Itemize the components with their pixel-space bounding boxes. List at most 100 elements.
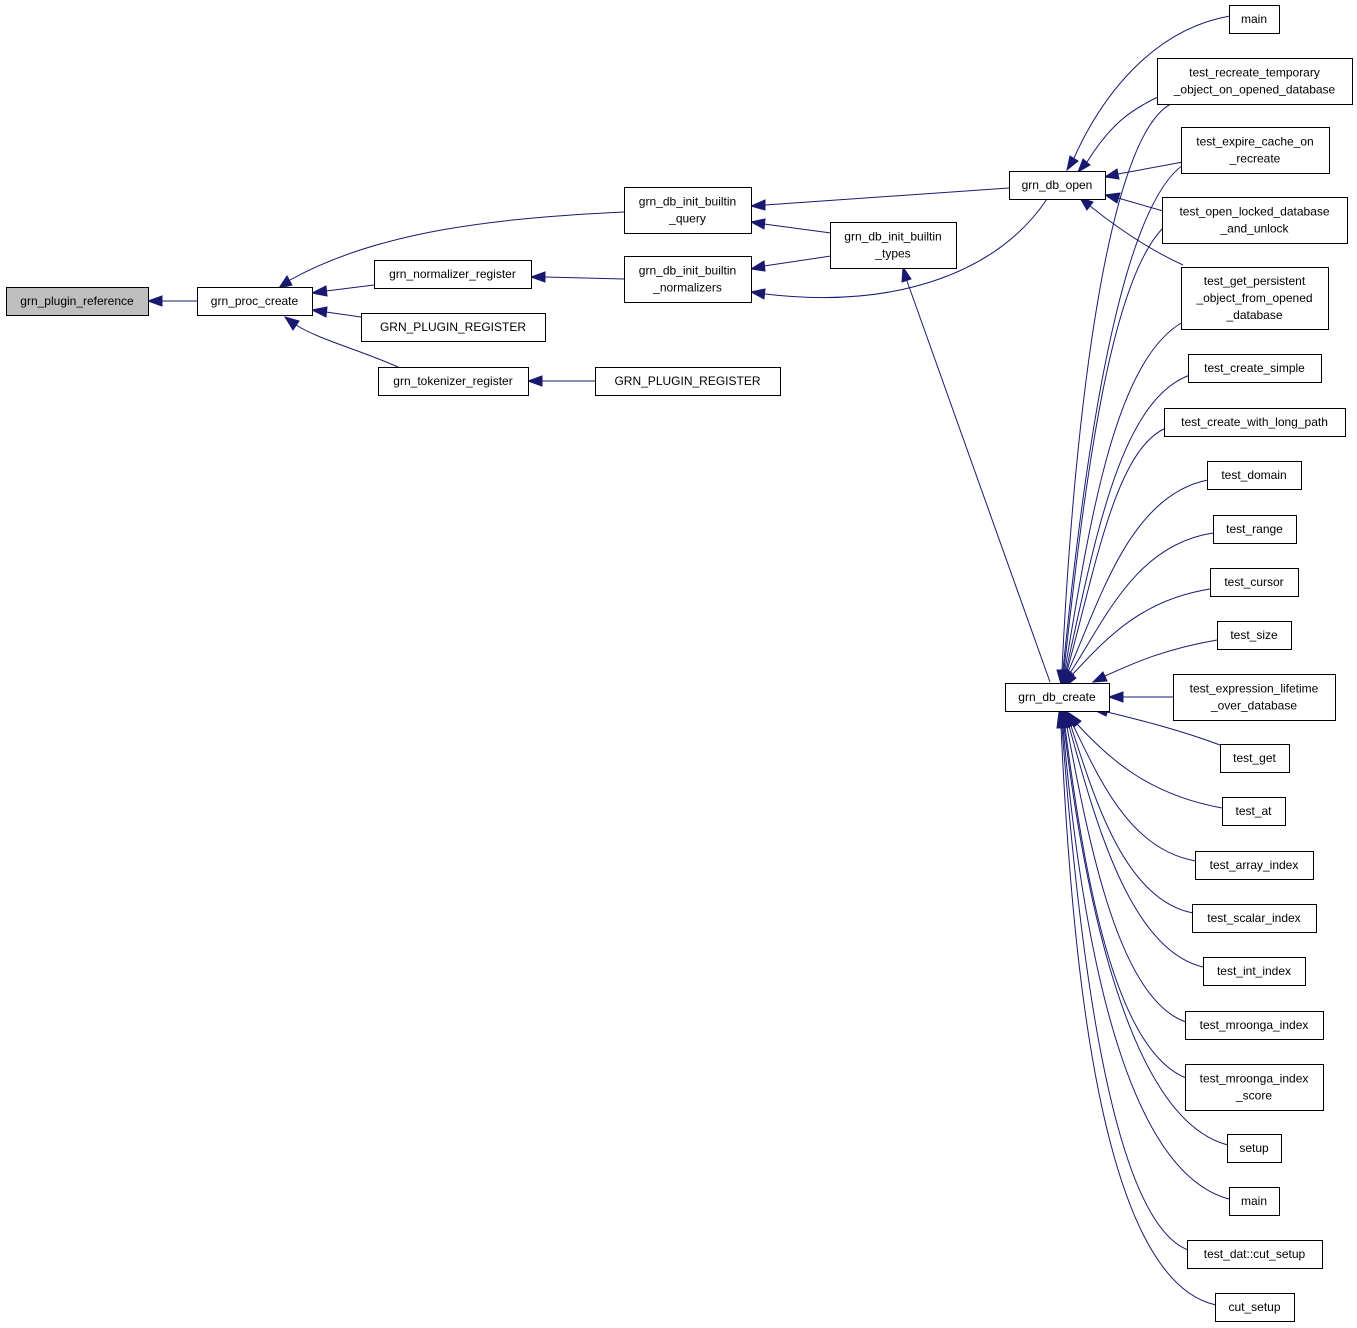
node-label: test_array_index: [1210, 858, 1299, 872]
node-box: [595, 367, 781, 396]
node-init-builtin-query[interactable]: grn_db_init_builtin_query: [624, 187, 752, 234]
node-db-open[interactable]: grn_db_open: [1009, 171, 1106, 200]
node-box: [378, 367, 529, 396]
node-box: [1181, 127, 1330, 174]
edge-test-open-locked-to-db-open: [1103, 192, 1164, 212]
node-test-create-simple[interactable]: test_create_simple: [1188, 354, 1322, 383]
edge-db-open-to-init-builtin-query: [749, 187, 1010, 211]
edge-main-1-to-db-open: [1066, 15, 1231, 172]
node-test-domain[interactable]: test_domain: [1207, 461, 1302, 490]
edge-proc-create-to-plugin-reference: [146, 295, 197, 307]
node-box: [1229, 1187, 1280, 1216]
node-init-builtin-normalizers[interactable]: grn_db_init_builtin _normalizers: [624, 256, 752, 303]
node-label: grn_tokenizer_register: [393, 374, 512, 388]
node-box: [1188, 354, 1322, 383]
node-test-scalar-index[interactable]: test_scalar_index: [1192, 904, 1317, 933]
node-box: [624, 256, 752, 303]
node-box: [1181, 267, 1329, 330]
node-label: test_create_with_long_path: [1181, 415, 1328, 429]
node-test-expression-lifetime[interactable]: test_expression_lifetime_over_database: [1173, 674, 1336, 721]
node-test-array-index[interactable]: test_array_index: [1195, 851, 1314, 880]
node-label: test_size: [1230, 628, 1278, 642]
node-label: main: [1241, 12, 1267, 26]
node-test-mroonga-index-score[interactable]: test_mroonga_index _score: [1185, 1064, 1324, 1111]
node-box: [1164, 408, 1346, 437]
node-label: test_expire_cache_on: [1196, 135, 1313, 149]
node-box: [1220, 744, 1290, 773]
node-test-expire-cache[interactable]: test_expire_cache_on _recreate: [1181, 127, 1330, 174]
node-label: test_scalar_index: [1207, 911, 1300, 925]
node-label: test_dat::cut_setup: [1204, 1247, 1306, 1261]
node-init-builtin-types[interactable]: grn_db_init_builtin _types: [830, 222, 957, 269]
node-label: test_int_index: [1217, 964, 1291, 978]
edge-test-size-to-db-create: [1091, 639, 1218, 683]
edge-test-cursor-to-db-create: [1066, 588, 1211, 687]
node-test-cursor[interactable]: test_cursor: [1210, 568, 1299, 597]
node-test-int-index[interactable]: test_int_index: [1203, 957, 1306, 986]
node-box: [1215, 1293, 1295, 1322]
node-label: _over_database: [1210, 699, 1297, 713]
node-box: [1210, 568, 1299, 597]
node-test-get-persistent[interactable]: test_get_persistent_object_from_opened_d…: [1181, 267, 1329, 330]
node-db-create[interactable]: grn_db_create: [1005, 683, 1110, 712]
edge-init-builtin-types-to-init-builtin-query: [749, 218, 832, 234]
node-tokenizer-register[interactable]: grn_tokenizer_register: [378, 367, 529, 396]
call-graph-edges: [146, 15, 1231, 1306]
node-box: [1222, 797, 1286, 826]
edge-test-recreate-temporary-to-db-open: [1077, 95, 1161, 174]
node-test-get[interactable]: test_get: [1220, 744, 1290, 773]
node-label: _and_unlock: [1219, 222, 1289, 236]
edge-init-builtin-normalizers-to-normalizer-register: [529, 271, 625, 283]
node-label: grn_db_init_builtin: [844, 230, 941, 244]
node-label: test_mroonga_index: [1200, 1018, 1309, 1032]
edge-test-open-locked-to-db-create: [1058, 226, 1165, 686]
node-box: [374, 260, 532, 289]
node-box: [1187, 1240, 1323, 1269]
edge-db-create-to-init-builtin-types: [901, 265, 1051, 683]
node-test-dat-cut-setup[interactable]: test_dat::cut_setup: [1187, 1240, 1323, 1269]
node-test-range[interactable]: test_range: [1213, 515, 1297, 544]
node-main-1[interactable]: main: [1229, 5, 1280, 34]
node-label: grn_db_open: [1022, 178, 1093, 192]
node-label: grn_db_init_builtin: [639, 264, 736, 278]
node-label: grn_normalizer_register: [389, 267, 516, 281]
node-plugin-reference[interactable]: grn_plugin_reference: [6, 287, 149, 316]
node-plugin-register-2[interactable]: GRN_PLUGIN_REGISTER: [595, 367, 781, 396]
node-box: [1005, 683, 1110, 712]
node-box: [6, 287, 149, 316]
node-cut-setup[interactable]: cut_setup: [1215, 1293, 1295, 1322]
node-test-recreate-temporary[interactable]: test_recreate_temporary_object_on_opened…: [1157, 58, 1353, 105]
node-test-open-locked[interactable]: test_open_locked_database_and_unlock: [1162, 197, 1348, 244]
node-normalizer-register[interactable]: grn_normalizer_register: [374, 260, 532, 289]
node-box: [1213, 515, 1297, 544]
node-box: [830, 222, 957, 269]
node-label: _normalizers: [652, 281, 722, 295]
node-box: [1185, 1011, 1324, 1040]
edge-test-expire-cache-to-db-open: [1103, 161, 1184, 180]
node-label: test_get: [1233, 751, 1276, 765]
node-label: test_create_simple: [1204, 361, 1305, 375]
node-test-mroonga-index[interactable]: test_mroonga_index: [1185, 1011, 1324, 1040]
node-plugin-register-1[interactable]: GRN_PLUGIN_REGISTER: [361, 313, 546, 342]
node-label: cut_setup: [1228, 1300, 1280, 1314]
edge-test-get-persistent-to-db-create: [1059, 321, 1184, 686]
node-test-at[interactable]: test_at: [1222, 797, 1286, 826]
node-test-size[interactable]: test_size: [1217, 621, 1292, 650]
node-proc-create[interactable]: grn_proc_create: [197, 287, 313, 316]
node-label: _recreate: [1229, 152, 1281, 166]
node-label: grn_proc_create: [211, 294, 299, 308]
node-label: grn_plugin_reference: [20, 294, 134, 308]
node-test-create-with-long-path[interactable]: test_create_with_long_path: [1164, 408, 1346, 437]
node-label: _types: [874, 247, 910, 261]
edge-cut-setup-to-db-create: [1056, 710, 1217, 1306]
edge-main-2-to-db-create: [1058, 710, 1230, 1200]
node-label: test_mroonga_index: [1200, 1072, 1309, 1086]
node-label: test_recreate_temporary: [1189, 66, 1320, 80]
node-box: [1203, 957, 1306, 986]
node-box: [624, 187, 752, 234]
node-main-2[interactable]: main: [1229, 1187, 1280, 1216]
node-box: [1217, 621, 1292, 650]
node-setup[interactable]: setup: [1227, 1134, 1282, 1163]
node-box: [1009, 171, 1106, 200]
node-label: _score: [1235, 1089, 1272, 1103]
